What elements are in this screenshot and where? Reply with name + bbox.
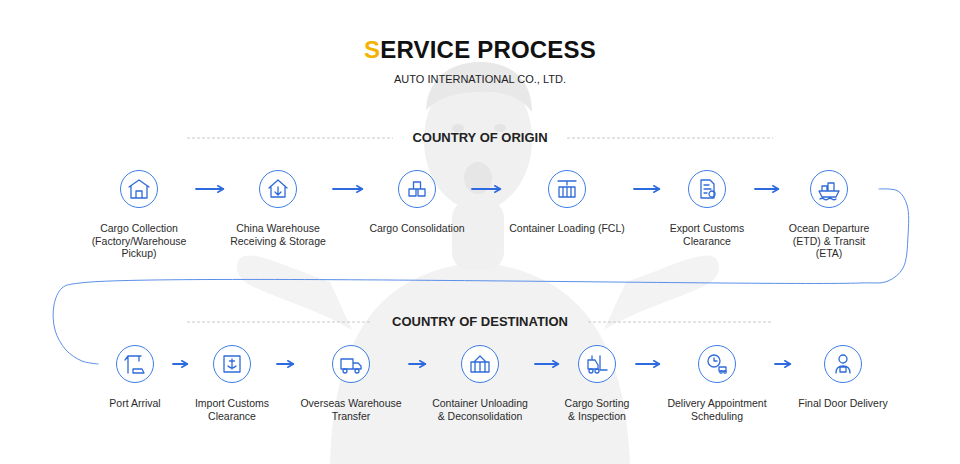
import-customs-icon — [214, 346, 250, 382]
person-arm — [237, 255, 352, 330]
flow-arrow — [277, 363, 293, 365]
dashed-rule — [588, 322, 773, 323]
container-unloading-icon — [462, 346, 498, 382]
icon-circle — [120, 170, 158, 208]
flow-arrow — [333, 188, 362, 190]
schedule-icon — [699, 346, 735, 382]
ship-icon — [811, 171, 847, 207]
icon-circle — [213, 345, 251, 383]
warehouse-icon — [121, 171, 157, 207]
process-step: Cargo Consolidation — [365, 170, 469, 235]
icon-circle — [548, 170, 586, 208]
dashed-rule — [567, 138, 773, 139]
truck-icon — [333, 346, 369, 382]
step-label: Container Loading (FCL) — [503, 222, 631, 235]
step-label: Container Unloading & Deconsolidation — [428, 397, 532, 422]
section-rules — [187, 138, 773, 322]
process-step: China Warehouse Receiving & Storage — [226, 170, 330, 247]
process-step: Export Customs Clearance — [662, 170, 752, 247]
person-body — [330, 262, 630, 464]
flow-arrow — [636, 363, 659, 365]
process-step: Overseas Warehouse Transfer — [296, 345, 406, 422]
step-label: Cargo Collection (Factory/Warehouse Pick… — [85, 222, 193, 260]
flow-arrow — [173, 363, 187, 365]
person-neck — [452, 200, 504, 270]
person-arm — [604, 255, 719, 330]
flow-arrow — [634, 188, 659, 190]
flow-arrow — [535, 363, 558, 365]
step-label: Import Customs Clearance — [190, 397, 274, 422]
person-hair — [426, 62, 532, 112]
process-step: Final Door Delivery — [793, 345, 893, 410]
icon-circle — [332, 345, 370, 383]
section-heading: COUNTRY OF ORIGIN — [0, 130, 960, 145]
flow-arrow — [755, 188, 778, 190]
receiving-icon — [260, 171, 296, 207]
process-step: Cargo Sorting & Inspection — [561, 345, 633, 422]
process-step: Port Arrival — [100, 345, 170, 410]
process-step: Cargo Collection (Factory/Warehouse Pick… — [85, 170, 193, 260]
dashed-rule — [187, 138, 393, 139]
flow-arrow — [409, 363, 425, 365]
step-label: Ocean Departure (ETD) & Transit (ETA) — [781, 222, 877, 260]
process-step: Ocean Departure (ETD) & Transit (ETA) — [781, 170, 877, 260]
flow-arrow — [196, 188, 223, 190]
step-label: China Warehouse Receiving & Storage — [226, 222, 330, 247]
step-label: Export Customs Clearance — [662, 222, 752, 247]
icon-circle — [116, 345, 154, 383]
process-step: Delivery Appointment Scheduling — [662, 345, 772, 422]
icon-circle — [824, 345, 862, 383]
step-label: Final Door Delivery — [793, 397, 893, 410]
container-loading-icon — [549, 171, 585, 207]
person-illustration — [237, 62, 719, 464]
section-heading: COUNTRY OF DESTINATION — [0, 314, 960, 329]
icon-circle — [688, 170, 726, 208]
flow-line — [53, 189, 909, 364]
icon-circle — [461, 345, 499, 383]
step-icons — [117, 171, 861, 382]
step-label: Overseas Warehouse Transfer — [296, 397, 406, 422]
courier-icon — [825, 346, 861, 382]
process-step: Import Customs Clearance — [190, 345, 274, 422]
step-label: Cargo Sorting & Inspection — [561, 397, 633, 422]
flow-arrow — [472, 188, 500, 190]
icon-circle — [398, 170, 436, 208]
flow-arrow — [775, 363, 790, 365]
icon-circle — [259, 170, 297, 208]
port-crane-icon — [117, 346, 153, 382]
dashed-rule — [187, 322, 372, 323]
step-label: Delivery Appointment Scheduling — [662, 397, 772, 422]
customs-document-icon — [689, 171, 725, 207]
step-label: Cargo Consolidation — [365, 222, 469, 235]
process-step: Container Loading (FCL) — [503, 170, 631, 235]
process-step: Container Unloading & Deconsolidation — [428, 345, 532, 422]
consolidation-icon — [399, 171, 435, 207]
step-label: Port Arrival — [100, 397, 170, 410]
forklift-icon — [579, 346, 615, 382]
company-name: AUTO INTERNATIONAL CO., LTD. — [0, 73, 960, 85]
icon-circle — [578, 345, 616, 383]
page-title: SERVICE PROCESS — [0, 36, 960, 64]
icon-circle — [698, 345, 736, 383]
icon-circle — [810, 170, 848, 208]
